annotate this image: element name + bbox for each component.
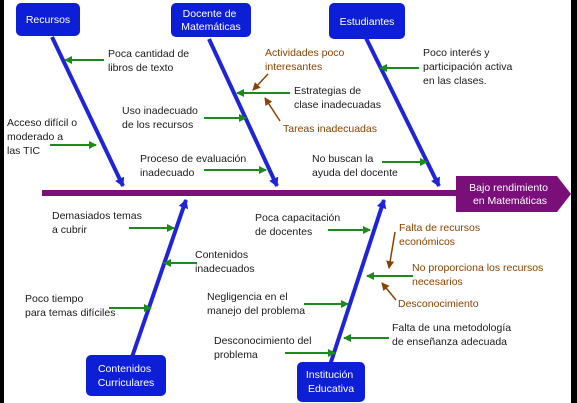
cause-uso-recursos: Uso inadecuado de los recursos [122,105,201,131]
diagram-canvas: Bajo rendimiento en Matemáticas Recursos… [4,0,571,403]
arrow-falta-recursos [386,231,396,269]
cause-capacitacion: Poca capacitación de docentes [255,212,343,238]
category-institucion: Institución Educativa [297,362,365,402]
cause-interes: Poco interés y participación activa en l… [423,47,515,87]
subcause-actividades: Actividades poco interesantes [265,47,347,73]
cause-desconocimiento-problema: Desconocimiento del problema [214,335,314,361]
cause-libros: Poca cantidad de libros de texto [108,48,192,74]
cause-poco-tiempo: Poco tiempo para temas difíciles [25,293,115,319]
cause-ayuda: No buscan la ayuda del docente [312,153,398,179]
svg-text:Estudiantes: Estudiantes [340,16,395,28]
arrow-tareas [264,97,281,122]
subcause-falta-recursos: Falta de recursos económicos [399,222,483,248]
cause-negligencia: Negligencia en el manejo del problema [207,291,305,317]
bone-docente [207,38,279,187]
cause-estrategias: Estrategias de clase inadecuadas [294,85,381,111]
cause-demasiados-temas: Demasiados temas a cubrir [52,210,145,236]
cause-contenidos-inadecuados: Contenidos inadecuados [195,249,255,275]
svg-text:Institución Educativ: Institución Educativa [306,369,356,395]
category-docente: Docente de Matemáticas [171,3,251,37]
diagram-svg: Bajo rendimiento en Matemáticas Recursos… [7,3,571,402]
bone-recursos [50,36,125,187]
arrow-desconocimiento [381,282,397,301]
subcause-desconocimiento: Desconocimiento [398,298,479,310]
category-recursos: Recursos [16,3,80,36]
category-contenidos: Contenidos Curriculares [86,355,166,396]
bone-institucion [328,199,387,366]
cause-acceso-tic: Acceso difícil o moderado a las TIC [7,117,80,157]
subcause-tareas: Tareas inadecuadas [283,123,377,135]
subcause-no-proporciona: No proporciona los recursos necesarios [412,262,546,288]
svg-text:Docente de Matemátic: Docente de Matemáticas [181,8,241,33]
svg-text:Contenidos Curricula: Contenidos Curriculares [98,363,155,389]
cause-metodologia: Falta de una metodología de enseñanza ad… [392,322,514,348]
category-estudiantes: Estudiantes [329,3,405,39]
cause-evaluacion: Proceso de evaluación inadecuado [140,153,249,179]
effect-box [456,176,571,212]
effect-label: Bajo rendimiento en Matemáticas [469,182,551,207]
arrow-actividades [252,73,269,91]
svg-text:Recursos: Recursos [26,14,70,26]
bone-contenidos [130,199,189,358]
